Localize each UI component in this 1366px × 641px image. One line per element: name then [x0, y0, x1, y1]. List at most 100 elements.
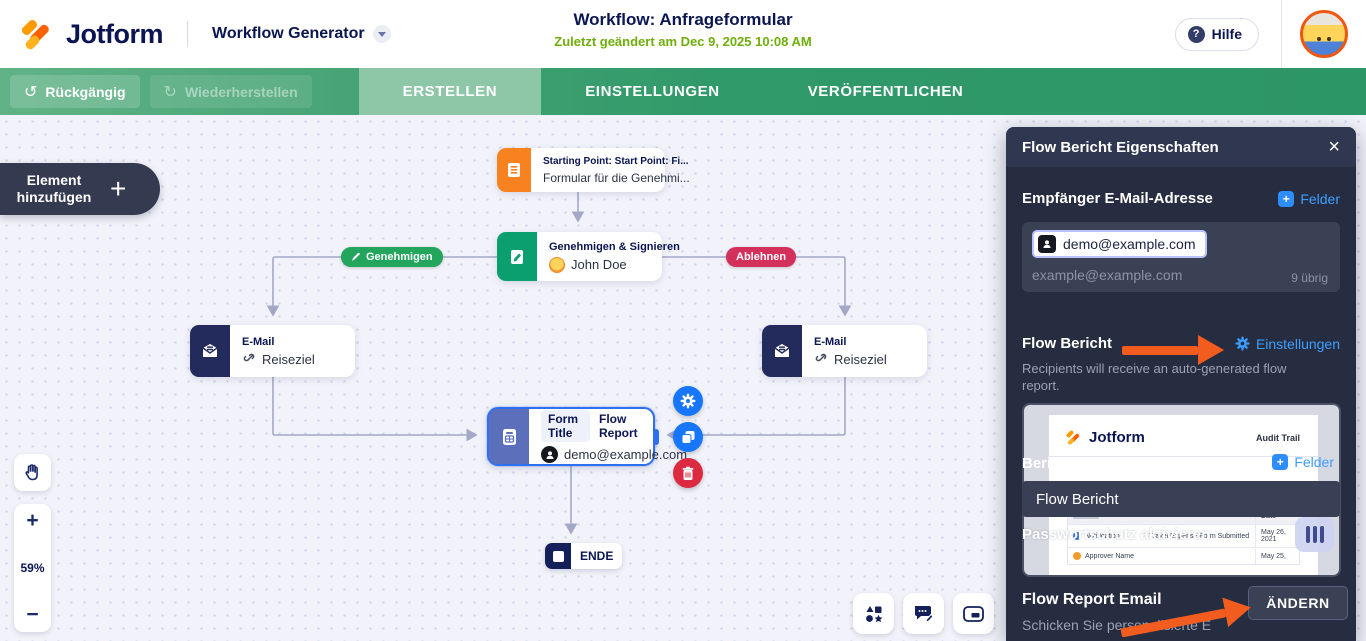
node-email-right[interactable]: E-Mail Reiseziel — [762, 325, 927, 377]
row-detail: Travel Expense Form Submitted — [1149, 532, 1250, 540]
preview-brand: Jotform — [1089, 429, 1145, 446]
person-icon — [1038, 235, 1056, 253]
gear-icon — [1235, 336, 1250, 351]
tab-veroeffentlichen[interactable]: VERÖFFENTLICHEN — [807, 83, 964, 100]
sign-icon — [497, 232, 537, 281]
undo-label: Rückgängig — [45, 83, 126, 100]
jotform-logo-icon — [20, 17, 56, 51]
help-button[interactable]: ? Hilfe — [1174, 17, 1259, 51]
report-icon — [489, 409, 529, 464]
tab-form-title[interactable]: Form Title — [541, 410, 590, 442]
settings-label: Einstellungen — [1255, 335, 1340, 352]
panel-title: Flow Bericht Eigenschaften — [1022, 138, 1219, 156]
report-name-label: Berichtsname — [1022, 455, 1122, 472]
node-approve-sign[interactable]: Genehmigen & Signieren John Doe — [497, 232, 680, 281]
redo-button[interactable]: ↻ Wiederherstellen — [149, 75, 312, 108]
report-name-value: Flow Bericht — [1036, 490, 1119, 508]
report-settings-link[interactable]: Einstellungen — [1235, 336, 1340, 352]
plus-icon: + — [1278, 190, 1295, 207]
notification-icon — [1073, 532, 1081, 540]
feedback-button[interactable] — [903, 593, 944, 634]
node-end[interactable]: ENDE — [545, 543, 623, 569]
flow-report-description: Recipients will receive an auto-generate… — [1022, 361, 1287, 393]
flow-report-properties-panel: Flow Bericht Eigenschaften × Empfänger E… — [1006, 127, 1356, 641]
fields-label: Felder — [1294, 454, 1334, 470]
plus-icon: + — [1272, 454, 1289, 470]
recipient-chip-email: demo@example.com — [1063, 236, 1196, 252]
report-name-input[interactable]: Flow Bericht — [1022, 481, 1340, 517]
add-element-button[interactable]: Element hinzufügen + — [0, 163, 160, 215]
jotform-logo-icon — [1065, 429, 1082, 446]
report-name-fields-button[interactable]: + Felder — [1272, 454, 1334, 470]
node-flow-report[interactable]: Form Title Flow Report demo@example.com — [487, 407, 687, 466]
email-icon — [190, 325, 230, 377]
node-title: E-Mail — [814, 335, 847, 348]
node-starting-point[interactable]: Starting Point: Start Point: Fi... Formu… — [497, 148, 690, 192]
tab-erstellen[interactable]: ERSTELLEN — [358, 68, 542, 115]
comment-edit-icon — [915, 606, 934, 623]
zoom-in-button[interactable]: + — [26, 509, 39, 532]
pen-icon — [352, 252, 360, 261]
recipient-input[interactable]: demo@example.com example@example.com 9 ü… — [1022, 222, 1340, 292]
change-button-label: ÄNDERN — [1266, 595, 1330, 611]
undo-button[interactable]: ↺ Rückgängig — [10, 75, 140, 108]
minimap-button[interactable] — [953, 593, 994, 634]
brand-name: Jotform — [66, 18, 164, 49]
person-icon — [541, 446, 558, 463]
linked-field: Reiseziel — [834, 351, 887, 367]
approver-icon — [1073, 552, 1081, 560]
undo-icon: ↺ — [24, 83, 38, 101]
edge-label-reject[interactable]: Ablehnen — [726, 247, 797, 267]
node-title: Starting Point: Start Point: Fi... — [543, 155, 689, 167]
close-icon[interactable]: × — [1328, 136, 1340, 158]
end-icon — [545, 543, 571, 569]
zoom-level: 59% — [20, 561, 45, 575]
flow-report-label: Flow Bericht — [1022, 335, 1113, 352]
hand-icon — [25, 464, 38, 481]
question-icon: ? — [1187, 25, 1205, 43]
change-email-button[interactable]: ÄNDERN — [1248, 586, 1348, 620]
node-subtitle: Formular für die Genehmi... — [543, 170, 690, 185]
linked-field: Reiseziel — [262, 351, 315, 367]
drag-handle[interactable] — [1295, 517, 1334, 552]
elements-gallery-button[interactable] — [853, 593, 894, 634]
divider — [187, 21, 188, 47]
zoom-out-button[interactable]: − — [26, 603, 39, 626]
workflow-toolbar: ↺ Rückgängig ↻ Wiederherstellen ERSTELLE… — [0, 68, 1366, 115]
minimap-icon — [963, 605, 984, 622]
row-type: Notification — [1085, 532, 1120, 540]
flow-report-email-description: Schicken Sie personalisierte E — [1022, 617, 1212, 633]
node-settings-button[interactable] — [673, 386, 703, 416]
remaining-count: 9 übrig — [1291, 271, 1328, 285]
app-name: Workflow Generator — [212, 25, 365, 42]
recipient-fields-button[interactable]: + Felder — [1278, 190, 1340, 207]
node-email-left[interactable]: E-Mail Reiseziel — [190, 325, 355, 377]
row-date: May 26, 2021 — [1255, 525, 1299, 547]
row-type: Approver Name — [1085, 552, 1135, 560]
divider — [1281, 0, 1282, 68]
edge-label-text: Genehmigen — [366, 251, 433, 263]
app-header: Jotform Workflow Generator Workflow: Anf… — [0, 0, 1366, 68]
link-icon — [243, 353, 255, 362]
chevron-down-icon — [372, 25, 391, 43]
node-delete-button[interactable] — [673, 458, 703, 488]
copy-icon — [681, 430, 694, 444]
email-icon — [762, 325, 802, 377]
edge-label-approve[interactable]: Genehmigen — [341, 247, 443, 267]
pan-tool-button[interactable] — [14, 454, 51, 491]
user-avatar[interactable] — [1300, 10, 1348, 58]
flow-report-email-label: Flow Report Email — [1022, 591, 1162, 608]
node-title: Genehmigen & Signieren — [549, 240, 680, 253]
recipient-chip[interactable]: demo@example.com — [1032, 230, 1207, 258]
tab-einstellungen[interactable]: EINSTELLUNGEN — [585, 83, 720, 100]
redo-label: Wiederherstellen — [184, 83, 298, 100]
fields-label: Felder — [1300, 190, 1340, 207]
app-switcher[interactable]: Workflow Generator — [212, 25, 391, 43]
end-label: ENDE — [580, 549, 614, 563]
node-duplicate-button[interactable] — [673, 422, 703, 452]
assignee-name: John Doe — [571, 257, 627, 272]
tab-flow-report[interactable]: Flow Report — [599, 412, 638, 440]
shapes-icon — [865, 605, 882, 622]
zoom-controls: + 59% − — [14, 504, 51, 632]
redo-icon: ↻ — [163, 83, 177, 101]
